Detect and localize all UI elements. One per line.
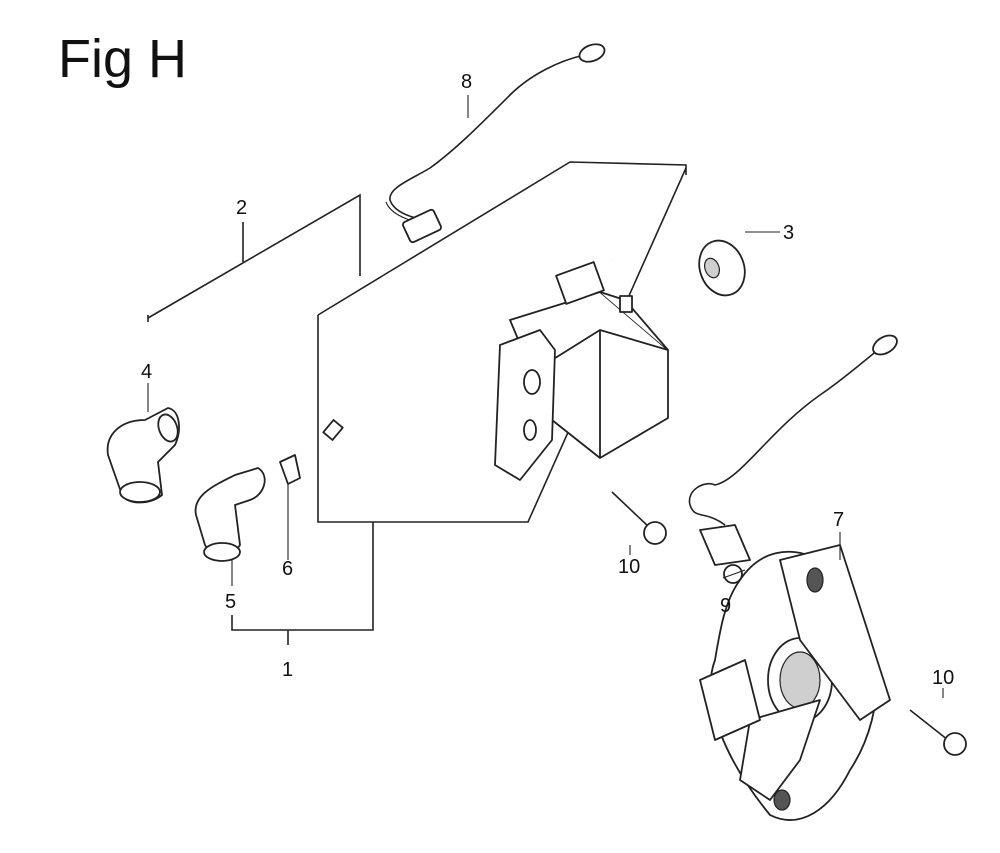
callout-10-upper: 10 — [618, 556, 640, 578]
ignition-coil-assembly-outline — [317, 161, 687, 523]
callout-labels: 1 2 3 4 5 6 7 8 9 10 10 — [141, 71, 954, 689]
callout-8: 8 — [461, 71, 472, 93]
part-3-grommet — [698, 231, 780, 297]
part-10-bolt-lower — [909, 688, 967, 756]
part-5-cap-cover — [194, 467, 266, 586]
part-ignition-coil — [322, 181, 669, 481]
figure-title: Fig H — [58, 29, 188, 89]
callout-5: 5 — [225, 591, 236, 613]
group-1-bracket — [231, 522, 374, 645]
part-10-bolt-upper — [611, 491, 667, 555]
callout-3: 3 — [783, 222, 794, 244]
callout-4: 4 — [141, 361, 152, 383]
callout-10-lower: 10 — [932, 667, 954, 689]
callout-7: 7 — [833, 509, 844, 531]
part-6-terminal — [279, 454, 301, 560]
callout-6: 6 — [282, 558, 293, 580]
part-7-charge-coil — [688, 334, 898, 821]
callout-9: 9 — [720, 595, 731, 617]
part-8-lead-wire — [385, 43, 606, 244]
callout-2: 2 — [236, 197, 247, 219]
part-9-screw — [722, 564, 746, 584]
group-2-bracket — [147, 193, 361, 322]
part-4-spark-plug-cap — [106, 383, 180, 504]
callout-1: 1 — [282, 659, 293, 681]
